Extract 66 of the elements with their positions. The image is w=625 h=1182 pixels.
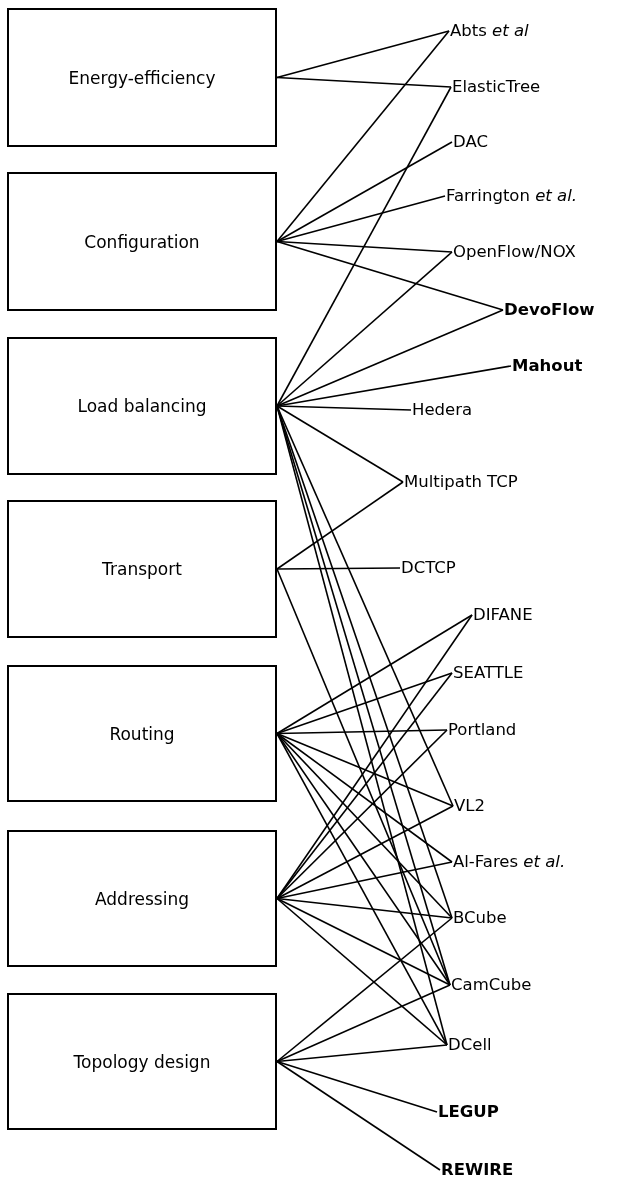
category-box xyxy=(7,830,277,967)
category-box xyxy=(7,665,277,802)
connector-line xyxy=(276,917,453,1063)
connector-line xyxy=(276,732,453,863)
system-label: Hedera xyxy=(411,400,474,420)
connector-line xyxy=(276,984,451,1063)
connector-line xyxy=(276,732,454,807)
system-label: LEGUP xyxy=(437,1102,500,1122)
system-label: CamCube xyxy=(450,975,533,995)
system-label: Abts et al xyxy=(449,21,530,41)
category-label: Configuration xyxy=(84,231,200,252)
connector-line xyxy=(276,405,412,411)
category-label: Load balancing xyxy=(77,396,207,416)
connector-line xyxy=(276,568,451,986)
connector-line xyxy=(276,567,401,570)
connector-line xyxy=(276,86,452,407)
system-label: REWIRE xyxy=(440,1160,515,1180)
connector-line xyxy=(276,1044,448,1063)
connector-line xyxy=(276,251,453,407)
connector-line xyxy=(276,614,473,900)
connector-line xyxy=(276,732,448,1046)
category-box xyxy=(7,8,277,147)
connector-line xyxy=(276,672,453,735)
category-box xyxy=(7,337,277,475)
connector-line xyxy=(276,732,451,986)
system-label: DCell xyxy=(447,1035,493,1055)
system-label: ElasticTree xyxy=(451,77,542,97)
system-label: OpenFlow/NOX xyxy=(452,242,577,262)
system-label: DevoFlow xyxy=(503,300,596,320)
connector-line xyxy=(276,614,473,735)
connector-line xyxy=(276,76,452,88)
system-label: SEATTLE xyxy=(452,663,525,683)
system-label: DAC xyxy=(452,132,489,152)
connector-line xyxy=(276,1060,438,1113)
category-box xyxy=(7,993,277,1130)
category-label: Topology design xyxy=(73,1051,211,1072)
category-label: Addressing xyxy=(95,888,189,909)
connector-line xyxy=(276,805,454,900)
category-box xyxy=(7,500,277,638)
connector-line xyxy=(276,30,450,243)
connector-line xyxy=(276,897,453,919)
connector-line xyxy=(276,729,448,735)
system-label: Al-Fares et al. xyxy=(452,852,567,872)
connector-line xyxy=(276,481,404,570)
system-label: Farrington et al. xyxy=(445,186,578,206)
connector-line xyxy=(276,405,404,483)
category-label: Transport xyxy=(102,559,182,579)
system-label: Portland xyxy=(447,720,518,740)
connector-line xyxy=(276,195,446,243)
connector-line xyxy=(276,240,504,311)
system-label: DIFANE xyxy=(472,605,534,625)
system-label: VL2 xyxy=(453,796,486,816)
connector-line xyxy=(276,1060,441,1171)
connector-line xyxy=(276,30,450,79)
category-label: Routing xyxy=(109,723,175,744)
connector-line xyxy=(276,141,453,243)
connector-line xyxy=(276,897,451,986)
system-label: BCube xyxy=(452,908,508,928)
system-label: DCTCP xyxy=(400,558,457,578)
connector-line xyxy=(276,897,448,1046)
category-label: Energy-efficiency xyxy=(68,67,216,88)
system-label: Multipath TCP xyxy=(403,472,519,492)
connector-line xyxy=(276,309,504,407)
category-box xyxy=(7,172,277,311)
system-label: Mahout xyxy=(511,356,584,376)
connector-line xyxy=(276,405,454,807)
